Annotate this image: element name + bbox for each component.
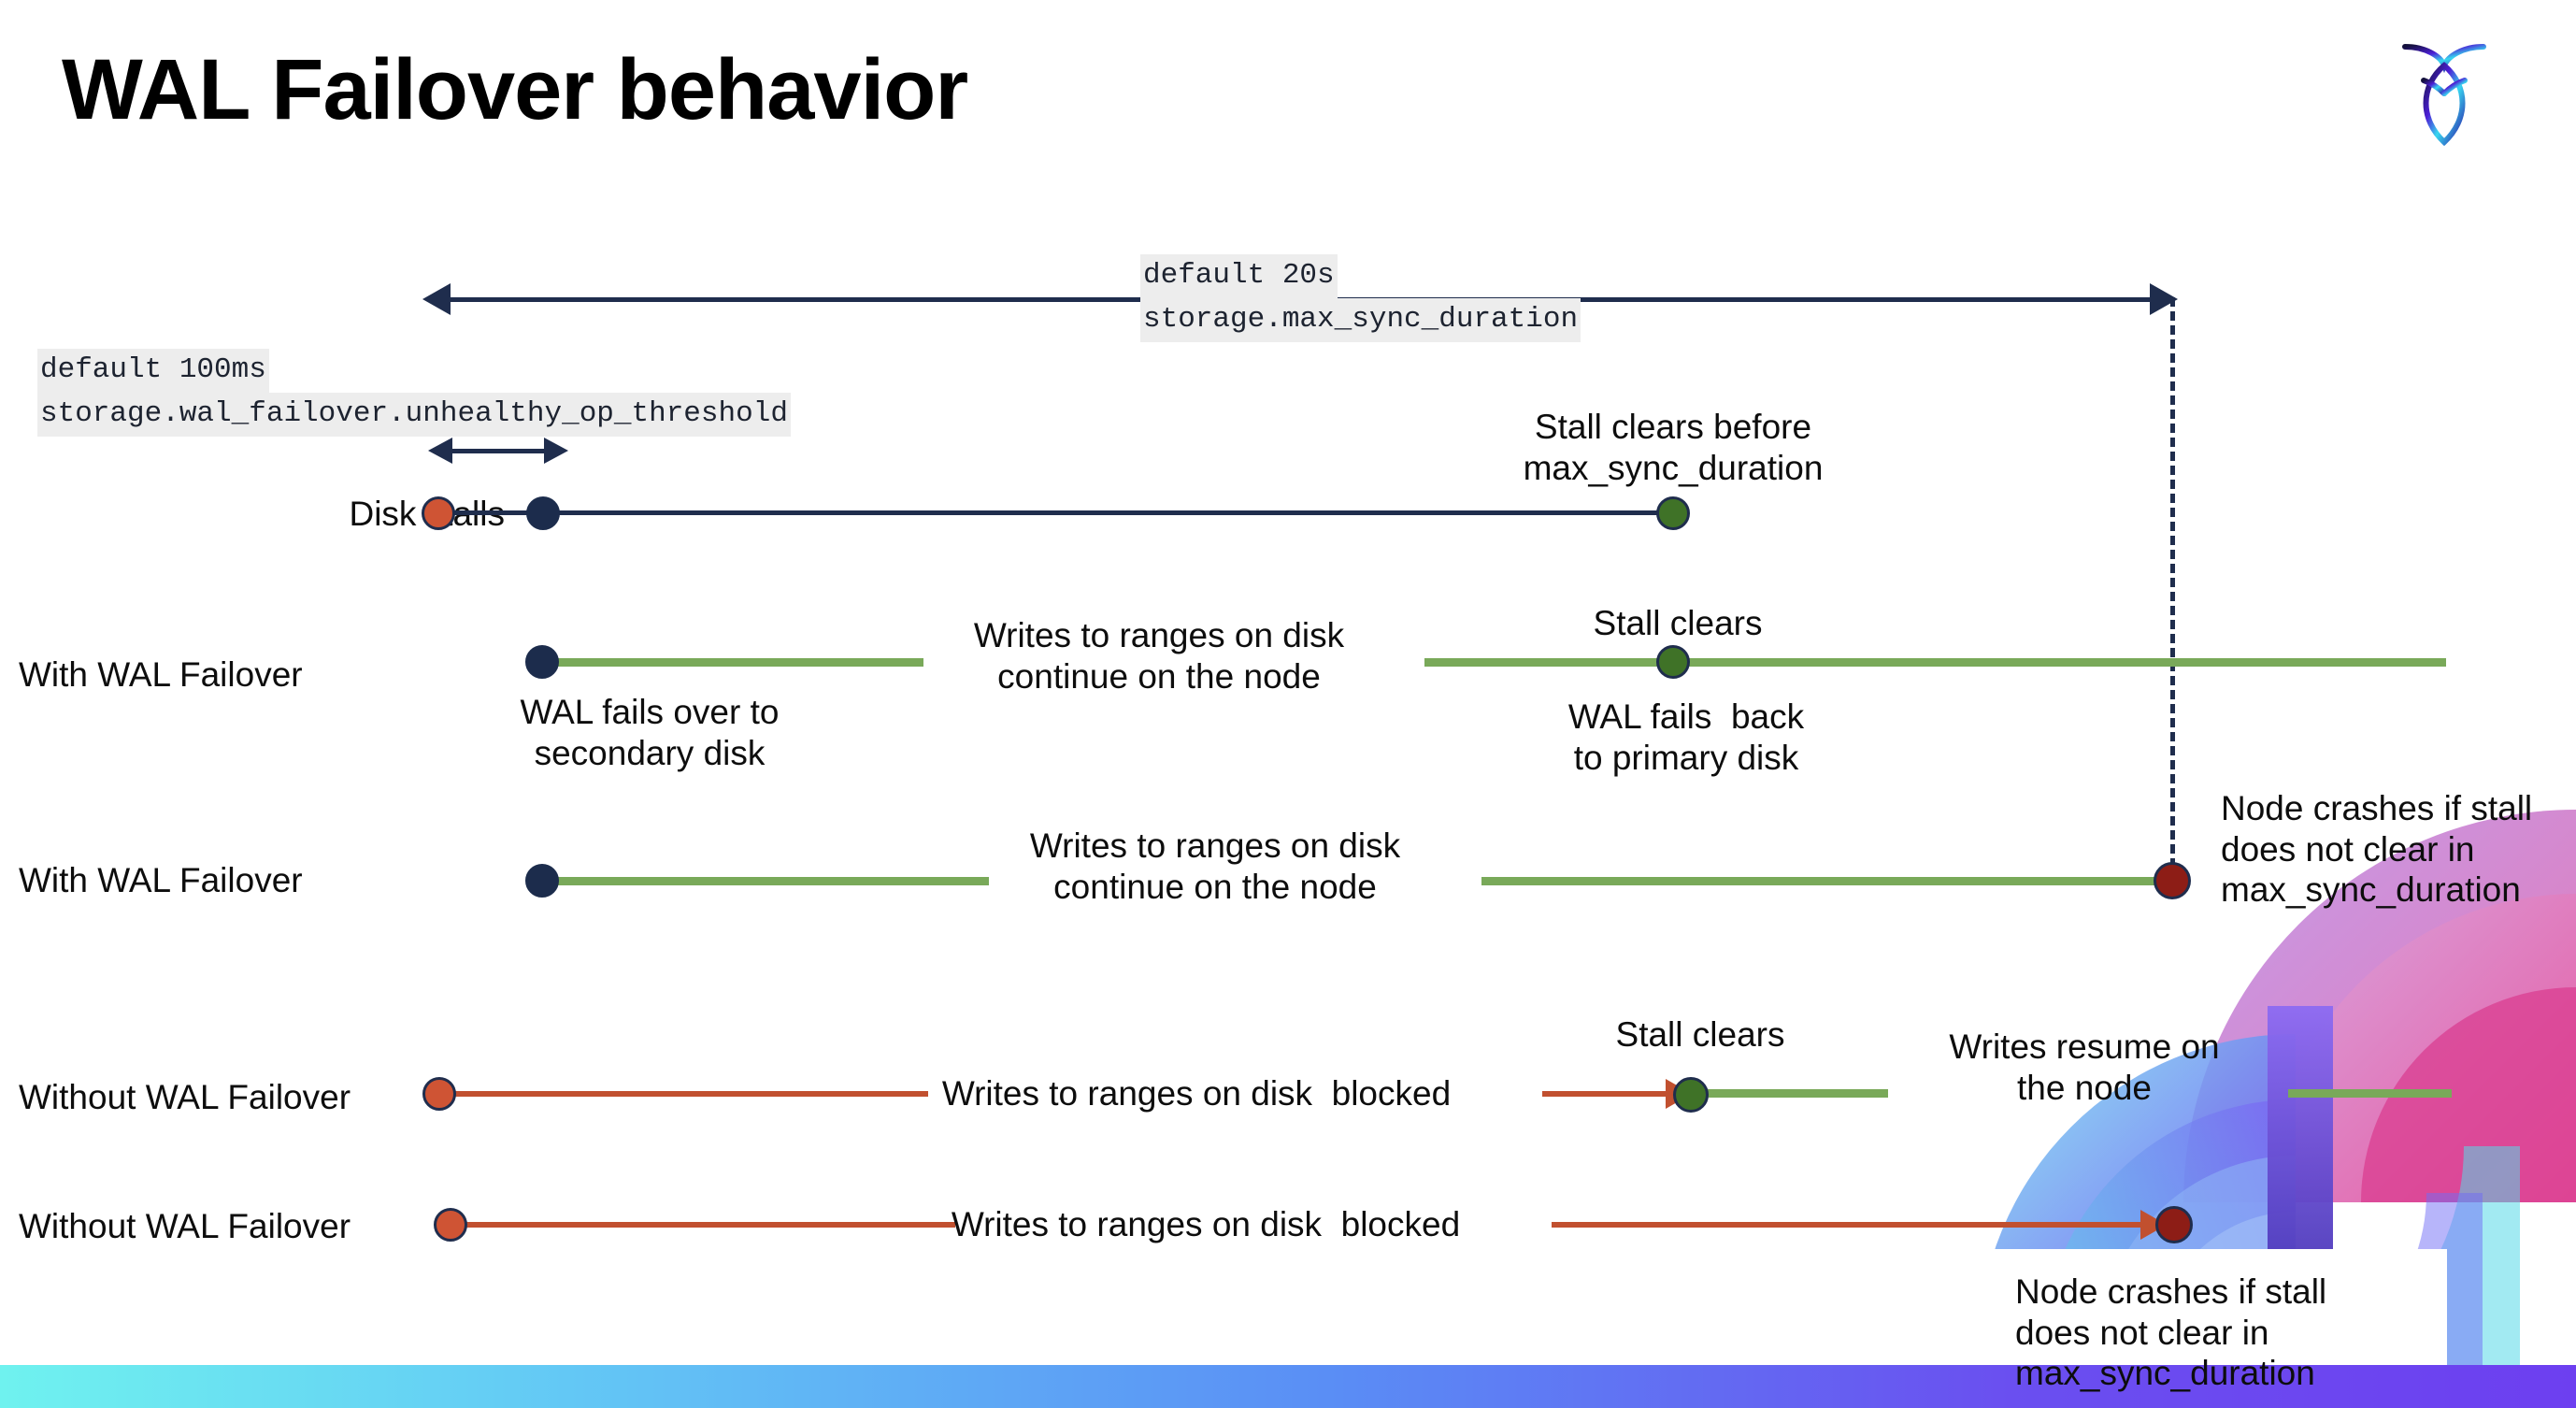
row-label-with-wal-failover-2: With WAL Failover [19,861,303,899]
no-failover-2-start-dot [434,1208,467,1242]
wal-failover-1-start-dot [525,645,559,679]
disk-stall-failover-dot [526,496,560,530]
disk-stall-timeline [439,510,1673,515]
note-wal-fails-back: WAL fails back to primary disk [1567,697,1805,777]
max-sync-arrow-head-left [422,283,451,315]
note-wal-fails-over: WAL fails over to secondary disk [520,693,780,772]
note-node-crashes-2: Node crashes if stall does not clear in … [2015,1272,2327,1393]
max-sync-setting-label: storage.max_sync_duration [1140,297,1581,342]
mask-left [0,0,1967,1365]
max-sync-duration-dashed-guide [2170,297,2175,882]
no-failover-1-resume-line-2 [2288,1089,2452,1098]
no-failover-1-blocked-line [447,1091,928,1097]
wal-failover-1-segment-left [540,658,923,667]
unhealthy-arrow-head-left [428,438,452,464]
disk-stall-clear-dot [1656,496,1690,530]
wal-failover-1-segment-right [1424,658,2446,667]
no-failover-1-resume-line [1705,1089,1888,1098]
note-writes-continue-2: Writes to ranges on disk continue on the… [1029,826,1401,906]
note-stall-clears-1: Stall clears [1593,604,1763,642]
unhealthy-setting-label: storage.wal_failover.unhealthy_op_thresh… [37,392,791,437]
unhealthy-op-threshold-annotation: default 100ms storage.wal_failover.unhea… [37,349,791,437]
no-failover-2-blocked-line [460,1222,955,1228]
page-title: WAL Failover behavior [62,42,968,137]
note-node-crashes-1: Node crashes if stall does not clear in … [2221,789,2533,910]
note-writes-blocked-2: Writes to ranges on disk blocked [951,1205,1461,1243]
note-writes-blocked-1: Writes to ranges on disk blocked [941,1074,1452,1113]
unhealthy-threshold-arrow-line [447,449,550,453]
disk-stall-start-dot [422,496,455,530]
cockroachdb-logo-icon [2388,28,2500,150]
unhealthy-arrow-head-right [544,438,568,464]
wal-failover-2-segment-left [540,877,989,885]
note-stall-clears-2: Stall clears [1615,1015,1785,1054]
max-sync-duration-annotation: default 20s storage.max_sync_duration [1140,254,1581,342]
wal-failover-2-start-dot [525,864,559,898]
wal-failover-2-segment-right [1481,877,2173,885]
no-failover-1-blocked-line-2 [1542,1091,1673,1097]
note-writes-resume: Writes resume on the node [1949,1027,2220,1107]
no-failover-2-crash-dot [2155,1206,2193,1243]
max-sync-default-label: default 20s [1140,254,1338,298]
no-failover-1-clear-dot [1673,1077,1709,1113]
note-writes-continue-1: Writes to ranges on disk continue on the… [973,616,1345,696]
row-label-without-wal-failover-2: Without WAL Failover [19,1207,351,1245]
no-failover-1-start-dot [422,1077,456,1111]
row-label-without-wal-failover-1: Without WAL Failover [19,1078,351,1116]
no-failover-2-blocked-line-2 [1552,1222,2147,1228]
unhealthy-default-label: default 100ms [37,349,269,393]
row-label-with-wal-failover-1: With WAL Failover [19,655,303,694]
bottom-gradient-bar [0,1365,2576,1408]
wal-failover-2-crash-dot [2154,862,2191,899]
note-stall-clears-before: Stall clears before max_sync_duration [1523,408,1824,487]
wal-failover-1-clear-dot [1656,645,1690,679]
